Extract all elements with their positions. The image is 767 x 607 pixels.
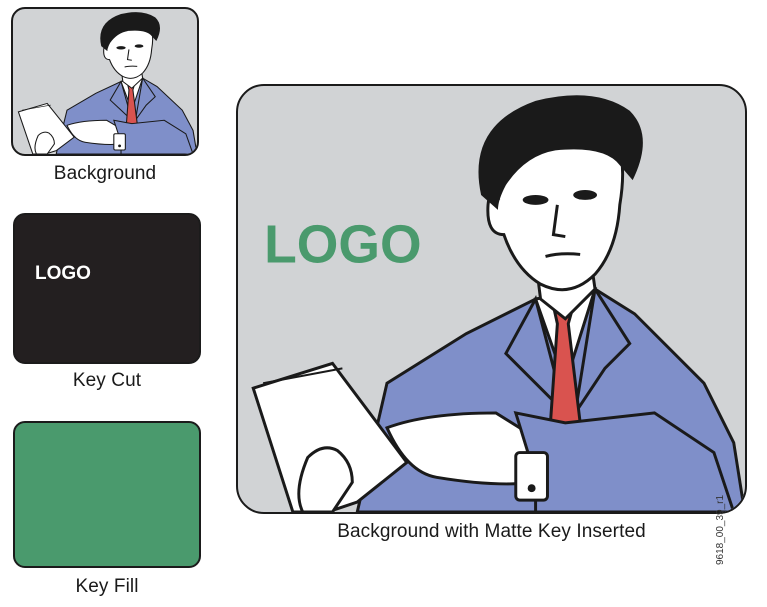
key-cut-caption: Key Cut	[13, 370, 201, 392]
key-cut-logo-text: LOGO	[35, 263, 91, 284]
background-caption: Background	[11, 163, 199, 185]
key-cut-logo: LOGO	[15, 215, 199, 362]
background-panel	[11, 7, 199, 156]
figure-id: 9618_00_39_r1	[715, 485, 726, 565]
composite-panel: LOGO	[236, 84, 747, 514]
composite-logo-text: LOGO	[264, 215, 421, 274]
anchorman-illustration-large: LOGO	[238, 86, 745, 512]
key-cut-panel: LOGO	[13, 213, 201, 364]
key-fill-panel	[13, 421, 201, 568]
key-fill-caption: Key Fill	[13, 576, 201, 598]
composite-caption: Background with Matte Key Inserted	[236, 521, 747, 543]
anchorman-illustration-small	[13, 9, 197, 154]
